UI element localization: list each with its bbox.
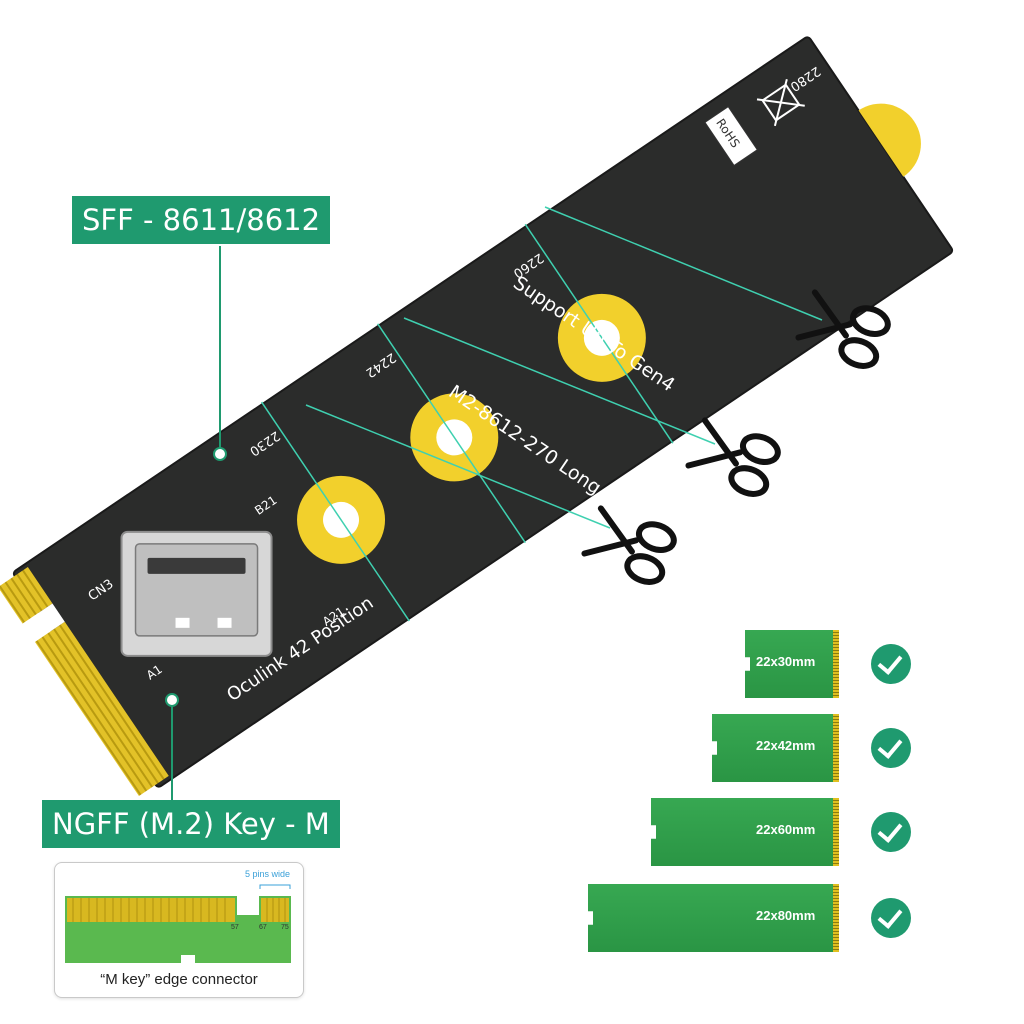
standoff-2280 — [858, 103, 921, 177]
m-key-diagram: 5 pins wide 57 67 75 “M key” edge connec… — [54, 862, 304, 998]
check-icon — [871, 898, 911, 938]
check-icon — [871, 728, 911, 768]
size-label-2230: 22x30mm — [756, 654, 816, 669]
check-icon — [871, 812, 911, 852]
weee-bin-icon — [756, 78, 805, 127]
oculink-connector — [120, 530, 273, 657]
pin-number-57: 57 — [231, 924, 239, 931]
size-label-2242: 22x42mm — [756, 738, 816, 753]
gold-fingers-long — [34, 621, 169, 797]
scissors-icon — [795, 289, 891, 369]
pin-number-75: 75 — [281, 924, 289, 931]
size-card-2260 — [651, 798, 839, 866]
size-card-2230 — [745, 630, 839, 698]
size-row-2260: 22x60mm — [0, 798, 1024, 866]
size-card-2242 — [712, 714, 839, 782]
check-icon — [871, 644, 911, 684]
scissors-icon — [685, 417, 781, 497]
size-label-2260: 22x60mm — [756, 822, 816, 837]
pin-number-67: 67 — [259, 924, 267, 931]
m-key-caption: “M key” edge connector — [100, 971, 258, 988]
scissors-icon — [581, 505, 677, 585]
pins-wide-label: 5 pins wide — [245, 869, 290, 879]
size-card-2280 — [588, 884, 839, 952]
gold-fingers-short — [0, 567, 53, 624]
sff-callout: SFF - 8611/8612 — [72, 196, 331, 244]
ngff-callout: NGFF (M.2) Key - M — [42, 800, 340, 848]
size-row-2280: 22x80mm — [0, 884, 1024, 952]
m2-board: 2230 2242 2260 2280 M2-8612-270 Long RoH… — [0, 36, 954, 797]
size-row-2242: 22x42mm — [0, 714, 1024, 782]
size-label-2280: 22x80mm — [756, 908, 816, 923]
size-row-2230: 22x30mm — [0, 630, 1024, 698]
